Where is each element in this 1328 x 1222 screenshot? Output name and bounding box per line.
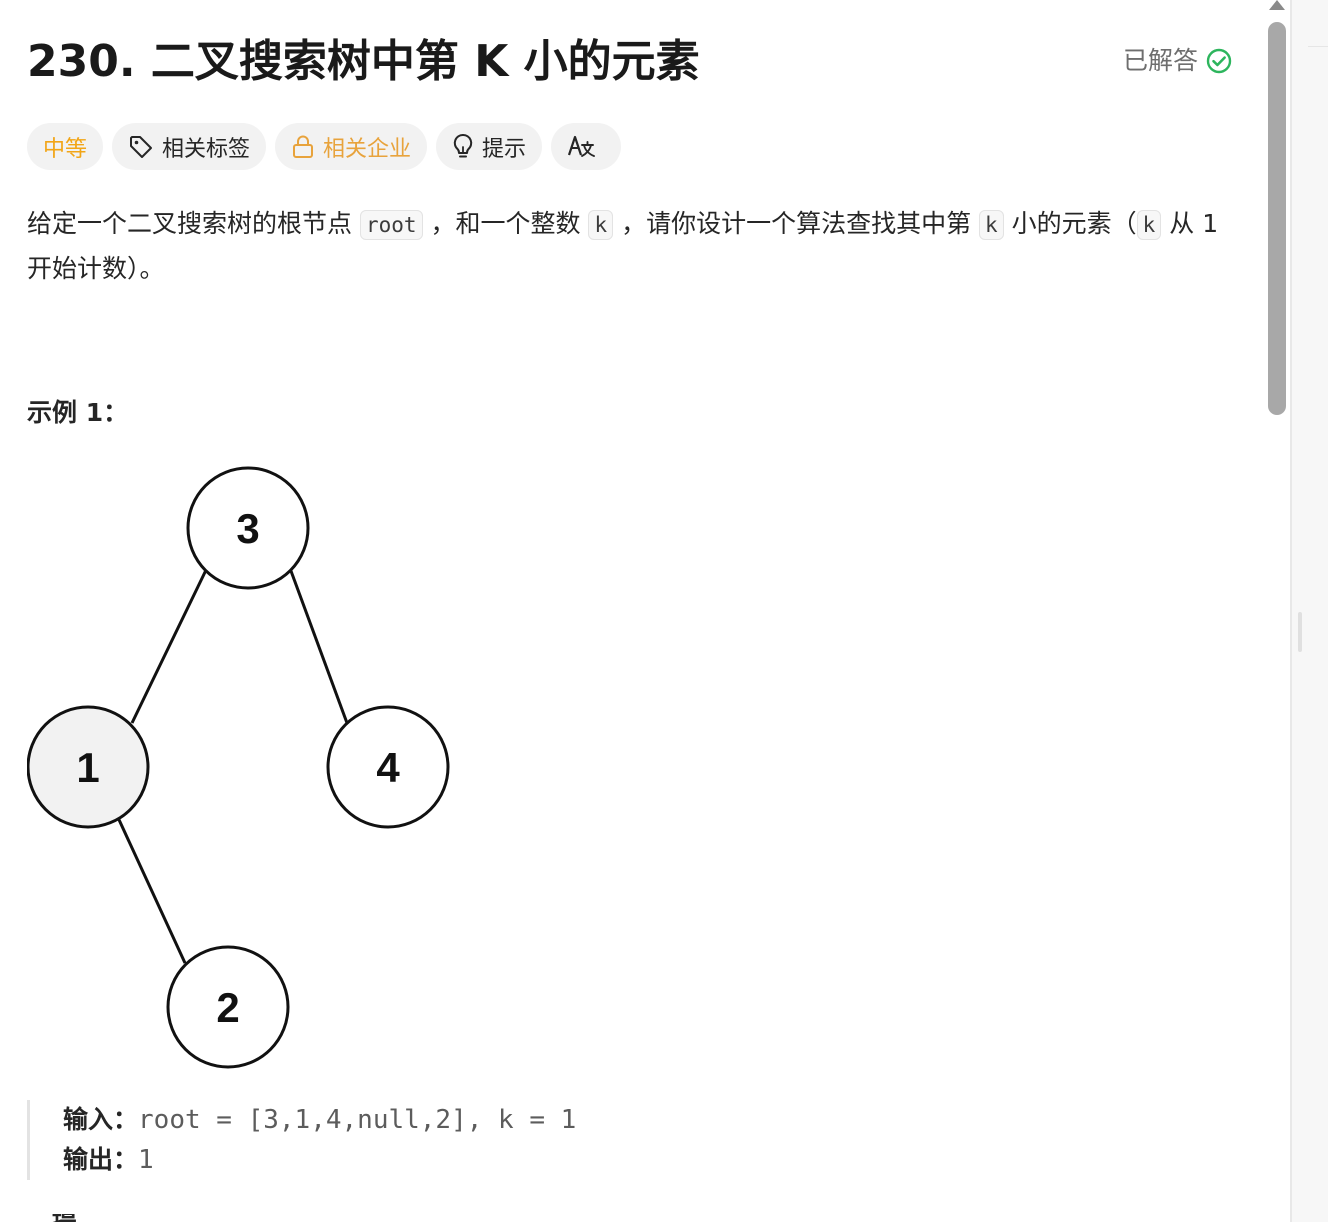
lightbulb-icon: [453, 133, 473, 157]
problem-title: 230. 二叉搜索树中第 K 小的元素: [27, 36, 700, 87]
inline-code-k: k: [1136, 210, 1162, 240]
example-1-title: 示例 1：: [27, 398, 129, 427]
tree-node-label: 2: [216, 984, 239, 1031]
related-companies-button[interactable]: 相关企业: [275, 123, 428, 170]
panel-divider[interactable]: [1290, 0, 1292, 1222]
translate-icon: [568, 135, 596, 157]
hints-button[interactable]: 提示: [436, 123, 543, 170]
tree-node-label: 3: [236, 505, 259, 552]
solved-label: 已解答: [1122, 46, 1198, 75]
statement-text: 从 1 开始计数）。: [27, 209, 1219, 283]
hints-label: 提示: [482, 136, 527, 162]
tree-node: [166, 945, 290, 1069]
solved-status[interactable]: 已解答: [1123, 44, 1232, 78]
example-input-line: 输入：root = [3,1,4,null,2], k = 1: [63, 1100, 727, 1140]
difficulty-badge[interactable]: 中等: [27, 123, 104, 170]
example-1-tree-image: 3 1 4 2: [27, 466, 450, 1069]
difficulty-label: 中等: [43, 136, 88, 162]
next-section-heading: 提示: [52, 1214, 82, 1222]
inline-code-k: k: [588, 210, 614, 240]
related-companies-label: 相关企业: [323, 136, 412, 162]
tree-edge: [130, 567, 209, 724]
related-tags-button[interactable]: 相关标签: [112, 123, 267, 170]
tree-edge: [289, 570, 349, 724]
input-value: root = [3,1,4,null,2], k = 1: [138, 1105, 577, 1135]
input-label: 输入：: [63, 1105, 139, 1134]
tree-node: [186, 466, 310, 590]
tag-bar: 中等 相关标签 相关企业: [27, 123, 622, 170]
scrollbar-thumb[interactable]: [1268, 22, 1286, 415]
lock-icon: [293, 135, 314, 158]
example-1-io: 输入：root = [3,1,4,null,2], k = 1 输出：1: [27, 1100, 727, 1180]
statement-text: ，和一个整数: [430, 209, 581, 238]
output-value: 1: [138, 1145, 154, 1175]
scroll-up-arrow-icon[interactable]: [1269, 0, 1285, 10]
panel-border: [1308, 46, 1328, 47]
output-label: 输出：: [63, 1145, 139, 1174]
title-row: 230. 二叉搜索树中第 K 小的元素 已解答: [27, 30, 1232, 94]
tag-icon: [130, 135, 153, 158]
problem-statement: 给定一个二叉搜索树的根节点 root ，和一个整数 k ，请你设计一个算法查找其…: [27, 202, 1227, 291]
inline-code-root: root: [359, 210, 423, 240]
resize-handle[interactable]: [1298, 612, 1302, 652]
editor-panel-edge: [1292, 0, 1328, 1222]
statement-text: 给定一个二叉搜索树的根节点: [27, 209, 353, 238]
check-circle-icon: [1206, 48, 1232, 74]
related-tags-label: 相关标签: [162, 136, 251, 162]
example-output-line: 输出：1: [63, 1140, 727, 1180]
tree-node-label: 1: [76, 744, 99, 791]
tree-node: [326, 705, 450, 829]
statement-text: 小的元素（: [1011, 209, 1137, 238]
tree-edge: [113, 810, 187, 964]
tree-node-label: 4: [376, 744, 400, 791]
inline-code-k: k: [979, 210, 1004, 240]
tree-node: [27, 705, 150, 829]
statement-text: ，请你设计一个算法查找其中第: [621, 209, 972, 238]
translate-button[interactable]: [551, 123, 622, 170]
